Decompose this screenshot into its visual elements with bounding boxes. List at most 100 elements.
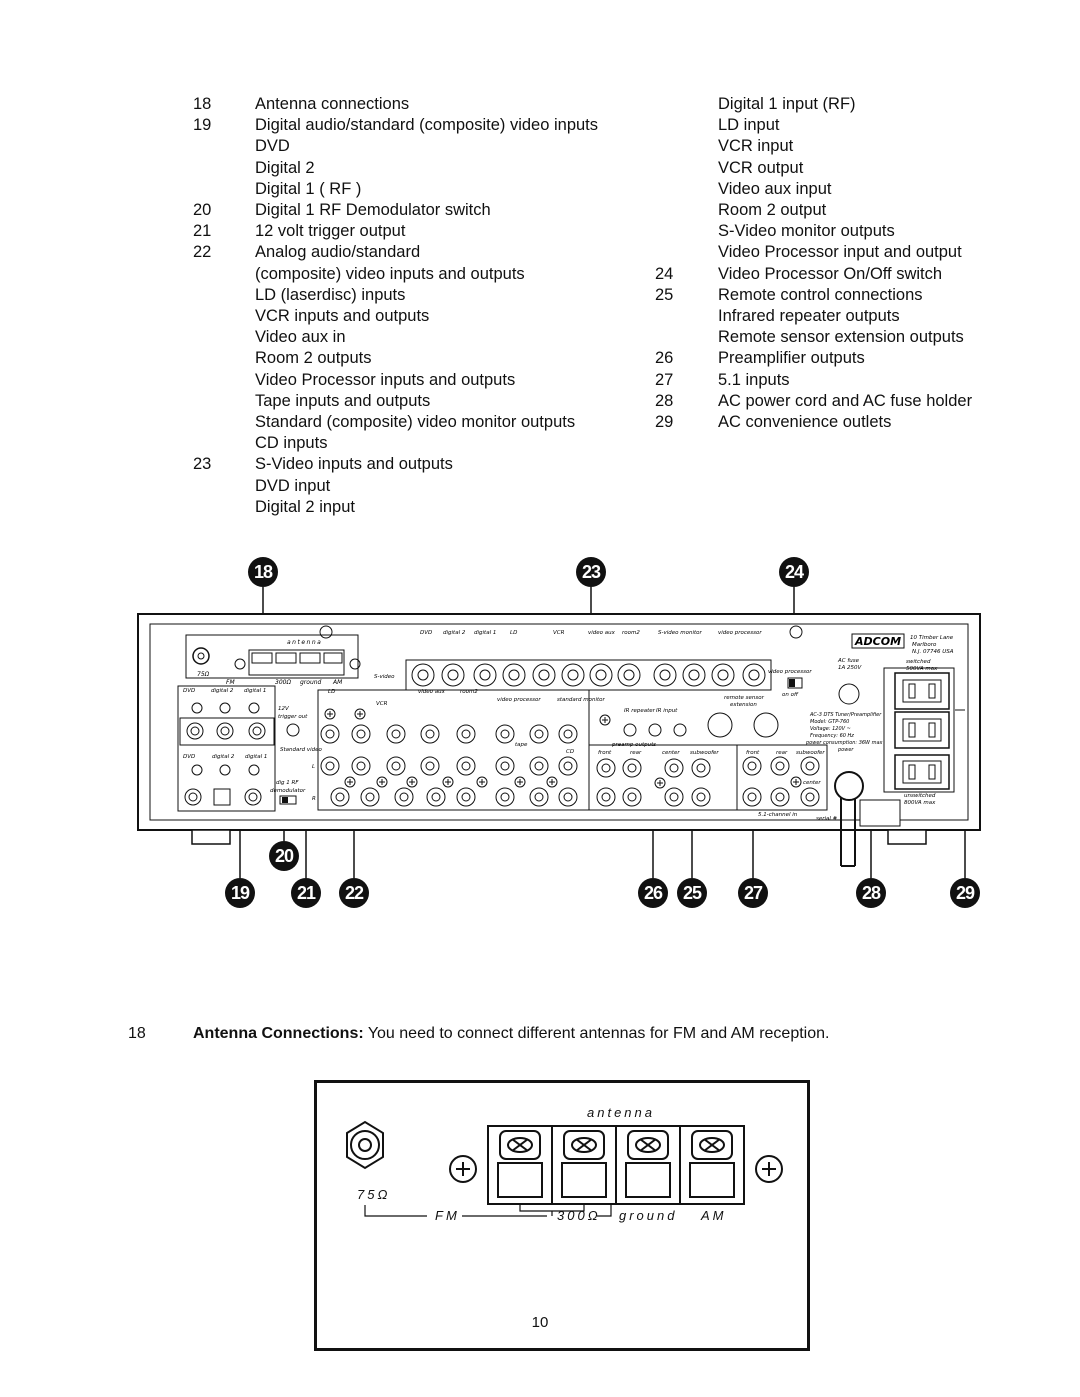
panel-serial: serial # (816, 816, 838, 822)
panel-standard-video: Standard video (280, 747, 323, 753)
list-item-text: LD (laserdisc) inputs (255, 285, 406, 304)
panel-ld-label: LD (328, 689, 335, 695)
callout-28: 28 (856, 878, 886, 908)
rca-jack (320, 724, 340, 744)
svideo-jack (682, 663, 706, 687)
panel-video-aux-label: video aux (418, 689, 446, 695)
rca-jack-center (461, 761, 471, 771)
list-item-text: Digital 1 ( RF ) (255, 179, 362, 198)
callout-25: 25 (677, 878, 707, 908)
svideo-jack-pins (717, 669, 729, 681)
panel-pre-rear: rear (630, 750, 642, 756)
panel-top-ld: LD (510, 630, 517, 636)
panel-model2: Model: GTP-760 (810, 719, 849, 725)
list-item: Digital 1 ( RF ) (193, 179, 598, 200)
preamp-jack (691, 787, 711, 807)
list-item-text: Preamplifier outputs (718, 349, 865, 368)
rca-jack-center (391, 729, 401, 739)
panel-room2-label: room2 (460, 689, 478, 695)
rca-jack (495, 787, 515, 807)
ground-screw (476, 776, 488, 788)
rca-jack (426, 787, 446, 807)
ground-screw (324, 708, 336, 720)
rca-jack-center (534, 792, 544, 802)
panel-digital1-label-2: digital 1 (245, 754, 267, 760)
panel-dvd-label-2: DVD (183, 754, 195, 760)
list-item: Digital 1 input (RF) (655, 94, 972, 115)
preamp-jack (596, 758, 616, 778)
panel-top-vcr: VCR (553, 630, 565, 636)
rca-jack (351, 724, 371, 744)
panel-51-channel-in: 5.1-channel in (758, 812, 798, 818)
section-18-title: Antenna Connections: (193, 1025, 364, 1042)
ground-screw-cross (602, 717, 608, 723)
rca-jack-center (500, 792, 510, 802)
list-item-text: AC convenience outlets (718, 413, 892, 432)
panel-top-digital1: digital 1 (474, 630, 496, 636)
list-item-text: Video Processor inputs and outputs (255, 370, 516, 389)
rca-jack (495, 756, 515, 776)
panel-unswitched-rating: 800VA max (904, 800, 936, 806)
list-item: VCR input (655, 136, 972, 157)
preamp-jack-center (696, 792, 706, 802)
preamp-jack (664, 758, 684, 778)
input-jack-center (747, 792, 757, 802)
rca-jack (386, 756, 406, 776)
panel-R: R (312, 796, 316, 802)
panel-address1: 10 Timber Lane (910, 635, 954, 641)
list-item-text: AC power cord and AC fuse holder (718, 391, 973, 410)
rca-jack-center (431, 792, 441, 802)
rca-jack-center (425, 761, 435, 771)
svideo-jack (473, 663, 497, 687)
rca-jack (495, 724, 515, 744)
preamp-jack (622, 758, 642, 778)
preamp-jack (596, 787, 616, 807)
ground-screw-cross (479, 779, 485, 785)
panel-digital2-label: digital 2 (211, 688, 234, 694)
rca-jack (529, 756, 549, 776)
input-jack (770, 787, 790, 807)
panel-pre-center: center (662, 750, 680, 756)
list-item-number: 25 (655, 285, 674, 304)
rca-jack-center (335, 792, 345, 802)
panel-switched-rating: 500VA max (906, 666, 938, 672)
list-item: LD input (655, 115, 972, 136)
rca-jack (360, 787, 380, 807)
rca-jack-center (356, 761, 366, 771)
rca-jack-center (500, 729, 510, 739)
antenna-detail-am: AM (701, 1208, 727, 1223)
rca-jack (456, 724, 476, 744)
svideo-jack (711, 663, 735, 687)
list-item: Video aux input (655, 179, 972, 200)
rca-jack (558, 787, 578, 807)
preamp-jack (622, 787, 642, 807)
panel-tape-label: tape (515, 742, 528, 748)
callout-23: 23 (576, 557, 606, 587)
input-jack-center (747, 761, 757, 771)
callout-20: 20 (269, 841, 299, 871)
svideo-jack-pins (479, 669, 491, 681)
callout-18: 18 (248, 557, 278, 587)
rear-panel-diagram: antenna 75Ω FM 300Ω ground AM DVD digita… (137, 587, 981, 878)
ground-screw-cross (517, 779, 523, 785)
ground-screw (344, 776, 356, 788)
ground-screw (442, 776, 454, 788)
rca-jack (351, 756, 371, 776)
callout-24: 24 (779, 557, 809, 587)
list-item-text: VCR inputs and outputs (255, 307, 430, 326)
panel-top-digital2: digital 2 (443, 630, 466, 636)
panel-dig1rf: dig 1 RF (276, 780, 299, 786)
rca-jack (320, 756, 340, 776)
svideo-jack-pins (447, 669, 459, 681)
list-item-number: 21 (193, 222, 212, 241)
rca-jack (394, 787, 414, 807)
list-item-text: S-Video monitor outputs (718, 222, 895, 241)
panel-ground: ground (300, 679, 322, 686)
